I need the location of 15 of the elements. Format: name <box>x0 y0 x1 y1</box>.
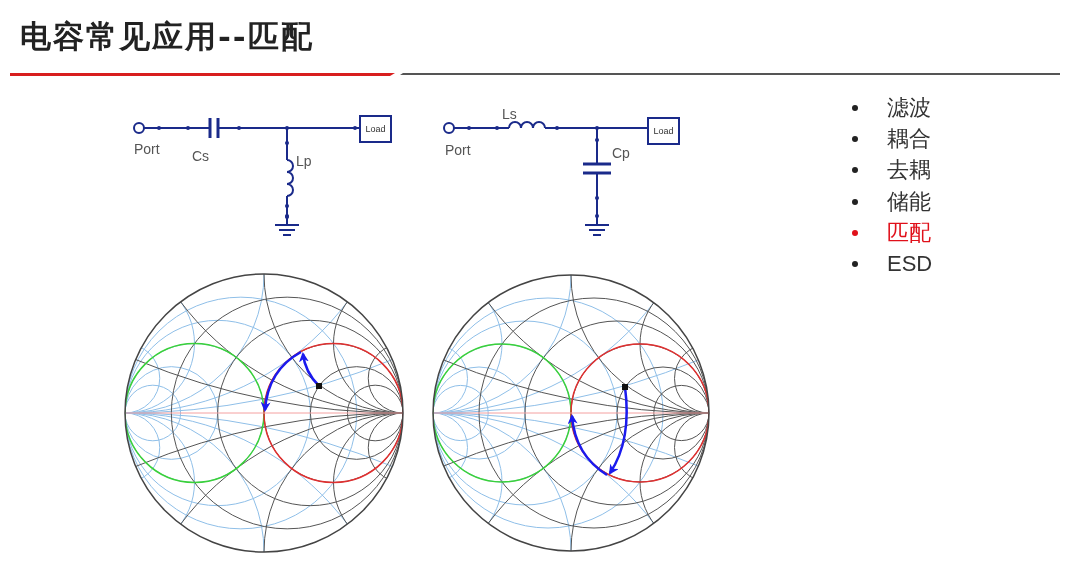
list-item: ESD <box>887 251 933 277</box>
component-label: Port <box>445 142 471 158</box>
load-box: Load <box>359 115 392 143</box>
component-label: Port <box>134 141 160 157</box>
list-item: 去耦 <box>887 157 931 184</box>
component-label: Cp <box>612 145 630 161</box>
title-text: 电容常见应用--匹配 <box>20 17 314 56</box>
list-item: 滤波 <box>887 95 931 121</box>
load-box: Load <box>647 117 680 145</box>
list-item: 匹配 <box>887 219 931 246</box>
list-item: 储能 <box>887 188 931 215</box>
component-label: Ls <box>502 106 517 122</box>
list-item: 耦合 <box>887 126 931 153</box>
component-label: Lp <box>296 153 312 169</box>
component-label: Cs <box>192 148 210 164</box>
